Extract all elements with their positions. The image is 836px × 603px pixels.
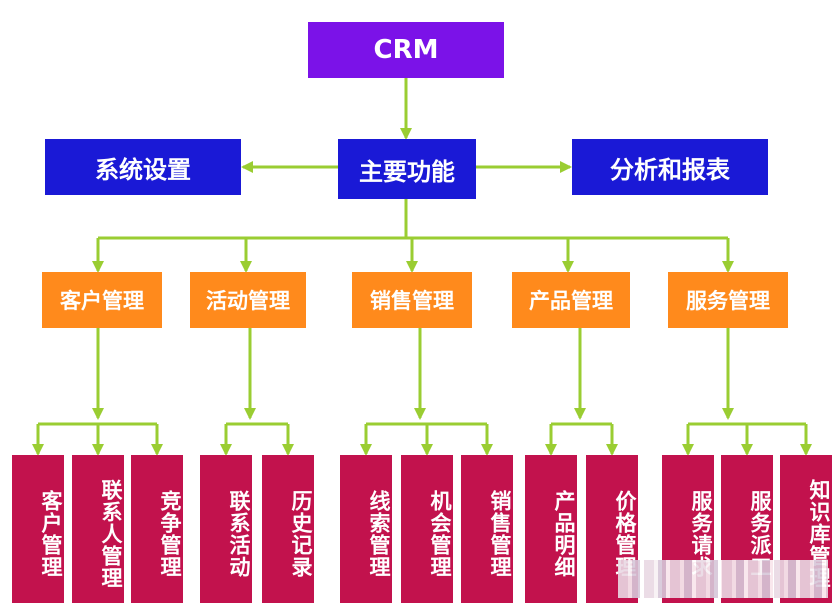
- crm-root-node: CRM: [308, 22, 504, 78]
- category-customer-management: 客户管理: [42, 272, 162, 328]
- watermark: [618, 560, 828, 598]
- leaf-product-details: 产品明细: [525, 455, 577, 603]
- leaf-contact-management: 联系人管理: [72, 455, 124, 603]
- leaf-customer-management: 客户管理: [12, 455, 64, 603]
- category-activity-management: 活动管理: [190, 272, 306, 328]
- system-settings-node: 系统设置: [45, 139, 241, 195]
- main-functions-node: 主要功能: [338, 139, 476, 199]
- leaf-opportunity-management: 机会管理: [401, 455, 453, 603]
- analysis-reports-node: 分析和报表: [572, 139, 768, 195]
- leaf-lead-management: 线索管理: [340, 455, 392, 603]
- category-service-management: 服务管理: [668, 272, 788, 328]
- leaf-competition-management: 竞争管理: [131, 455, 183, 603]
- leaf-history-records: 历史记录: [262, 455, 314, 603]
- category-product-management: 产品管理: [512, 272, 630, 328]
- connectors: [32, 78, 812, 456]
- category-sales-management: 销售管理: [352, 272, 472, 328]
- leaf-sales-management: 销售管理: [461, 455, 513, 603]
- leaf-contact-activity: 联系活动: [200, 455, 252, 603]
